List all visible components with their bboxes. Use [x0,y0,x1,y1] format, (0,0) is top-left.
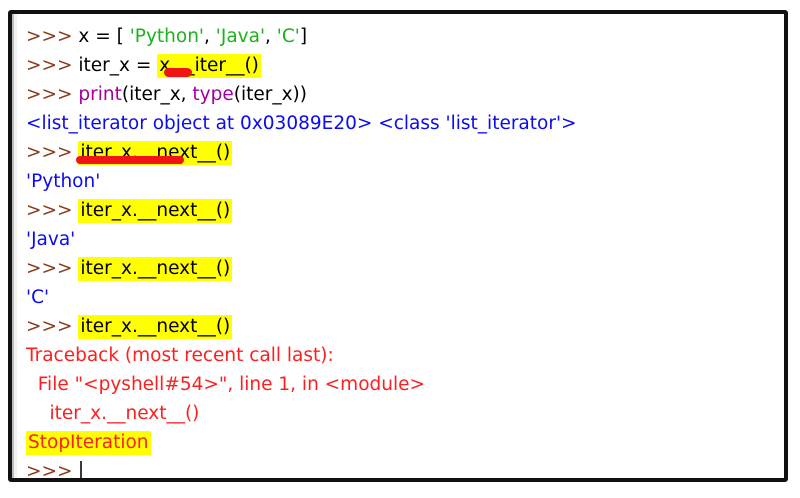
code-span: 'C' [26,287,50,308]
code-span: , [265,26,277,47]
code-span: , [204,26,216,47]
shell-prompt: >>> [26,461,79,482]
shell-prompt: >>> [26,84,79,105]
code-span: File "<pyshell#54>", line 1, in <module> [26,374,426,395]
shell-prompt: >>> [26,55,79,76]
highlighted-code-span: iter_x.__next__() [78,199,233,223]
code-span: 'Python' [26,171,101,192]
code-span: 'Java' [26,229,76,250]
text-caret [80,461,83,478]
highlighted-code-span: iter_x.__next__() [78,315,233,339]
highlighted-code-span: iter_x.__next__() [78,257,233,281]
highlighted-code-span: x.__iter__() [157,54,261,78]
line-3-print: >>> print(iter_x, type(iter_x)) [17,80,784,109]
line-16-final-prompt: >>> [17,457,784,482]
code-span: 'C' [276,26,300,47]
code-span: print [78,84,122,105]
code-span: <list_iterator object at 0x03089E20> <cl… [26,113,577,134]
line-13-traceback-file: File "<pyshell#54>", line 1, in <module> [17,370,784,399]
shell-prompt: >>> [26,200,79,221]
code-span: (iter_x)) [233,84,307,105]
code-span: x = [ [78,26,130,47]
shell-prompt: >>> [26,316,79,337]
code-span: Traceback (most recent call last): [26,345,334,366]
line-10-output-c: 'C' [17,283,784,312]
shell-transcript[interactable]: >>> x = [ 'Python', 'Java', 'C']>>> iter… [17,14,784,478]
line-1-assign-list: >>> x = [ 'Python', 'Java', 'C'] [17,22,784,51]
line-9-next-3: >>> iter_x.__next__() [17,254,784,283]
line-2-get-iterator: >>> iter_x = x.__iter__() [17,51,784,80]
shell-prompt: >>> [26,26,79,47]
line-11-next-4: >>> iter_x.__next__() [17,312,784,341]
code-span: type [192,84,234,105]
code-span: ] [299,26,308,47]
shell-prompt: >>> [26,142,79,163]
line-15-exception: StopIteration [17,428,784,457]
idle-shell-window[interactable]: >>> x = [ 'Python', 'Java', 'C']>>> iter… [8,10,788,482]
line-12-traceback-header: Traceback (most recent call last): [17,341,784,370]
line-4-print-output: <list_iterator object at 0x03089E20> <cl… [17,109,784,138]
line-14-traceback-source: iter_x.__next__() [17,399,784,428]
line-5-next-1: >>> iter_x.__next__() [17,138,784,167]
shell-prompt: >>> [26,258,79,279]
highlighted-code-span: StopIteration [26,431,151,455]
editor-left-gutter [12,14,17,478]
line-6-output-python: 'Python' [17,167,784,196]
code-span: iter_x = [78,55,158,76]
highlighted-code-span: iter_x.__next__() [78,141,233,165]
code-span: 'Java' [215,26,266,47]
line-7-next-2: >>> iter_x.__next__() [17,196,784,225]
code-span: (iter_x, [121,84,193,105]
code-span: iter_x.__next__() [26,403,200,424]
line-8-output-java: 'Java' [17,225,784,254]
code-span: 'Python' [129,26,205,47]
